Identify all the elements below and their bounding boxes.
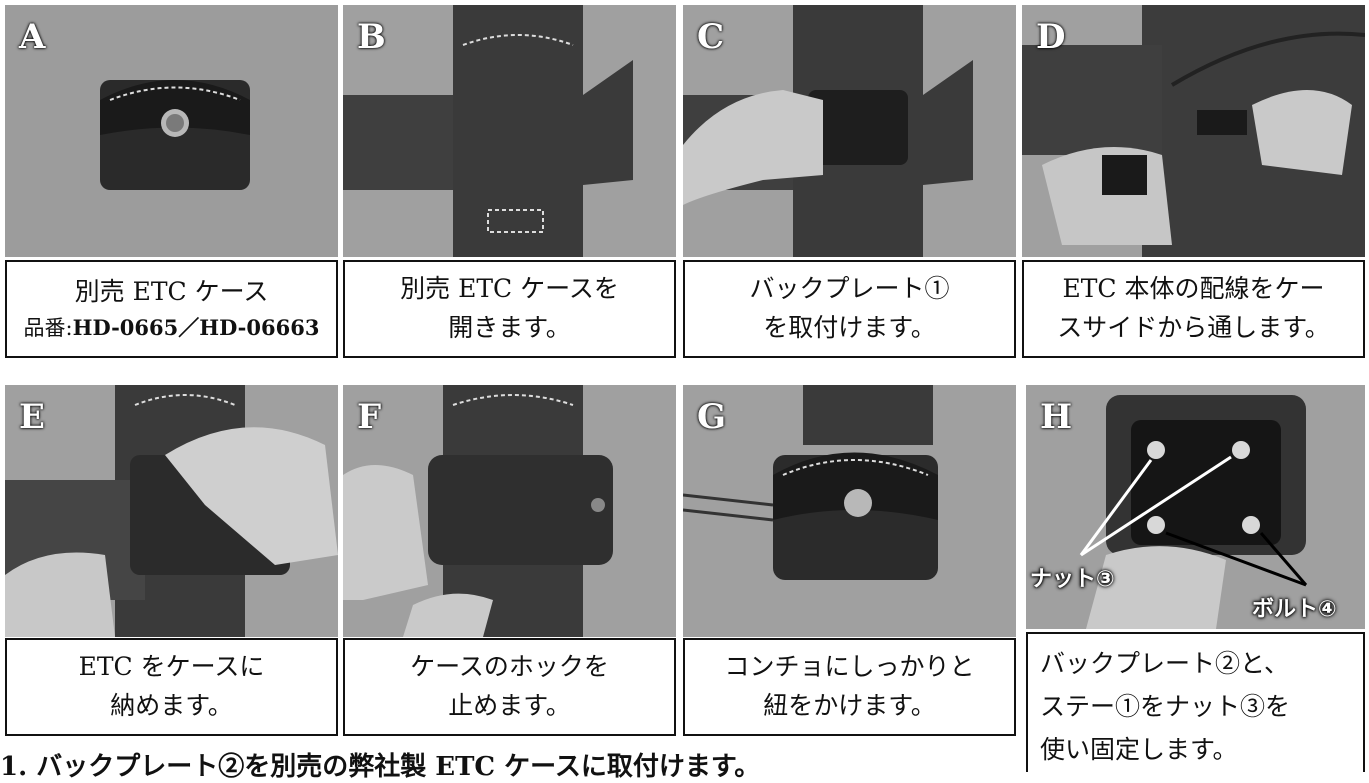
photo-step-h: H ナット③ ボルト④ (1026, 385, 1365, 629)
closing-hook-image (343, 385, 676, 637)
caption-line: ETC をケースに (78, 652, 265, 682)
caption-step-f: ケースのホックを 止めます。 (343, 638, 676, 736)
caption-step-c: バックプレート① を取付けます。 (683, 260, 1016, 358)
photo-step-f: F (343, 385, 676, 637)
caption-step-h: バックプレート②と、 ステー①をナット③を 使い固定します。 (1026, 632, 1365, 772)
photo-step-g: G (683, 385, 1016, 637)
leather-case-closed-image (5, 5, 338, 257)
back-plate-fixing-image (1026, 385, 1365, 629)
photo-step-d: D (1022, 5, 1365, 257)
caption-line: ケースのホックを (410, 652, 609, 682)
leather-case-open-image (343, 5, 676, 257)
caption-line: バックプレート① (749, 274, 950, 304)
caption-step-e: ETC をケースに 納めます。 (5, 638, 338, 736)
step-letter: E (19, 397, 46, 437)
caption-line: ETC 本体の配線をケー (1062, 274, 1325, 304)
photo-step-c: C (683, 5, 1016, 257)
caption-step-b: 別売 ETC ケースを 開きます。 (343, 260, 676, 358)
instruction-heading: 1. バックプレート②を別売の弊社製 ETC ケースに取付けます。 (0, 752, 761, 782)
wiring-through-case-image (1022, 5, 1365, 257)
photo-step-b: B (343, 5, 676, 257)
step-letter: D (1036, 17, 1067, 57)
back-plate-install-image (683, 5, 1016, 257)
caption-line: 止めます。 (448, 691, 571, 720)
step-letter: G (697, 397, 728, 437)
caption-step-a: 別売 ETC ケース 品番:HD-0665／HD-06663 (5, 260, 338, 358)
caption-line: 使い固定します。 (1040, 735, 1238, 764)
caption-line: 納めます。 (110, 691, 233, 720)
caption-line: スサイドから通します。 (1057, 313, 1330, 342)
caption-line: 開きます。 (448, 313, 571, 342)
step-letter: F (357, 397, 383, 437)
concho-string-image (683, 385, 1016, 637)
step-letter: B (357, 17, 387, 57)
photo-step-e: E (5, 385, 338, 637)
caption-step-g: コンチョにしっかりと 紐をかけます。 (683, 638, 1016, 736)
nut-annotation: ナット③ (1030, 567, 1115, 592)
step-letter: A (19, 17, 47, 57)
caption-line: 紐をかけます。 (763, 691, 936, 720)
caption-line: を取付けます。 (763, 313, 936, 342)
caption-line: 別売 ETC ケース (74, 277, 269, 307)
bolt-annotation: ボルト④ (1252, 597, 1337, 622)
step-letter: C (697, 17, 726, 57)
caption-line: バックプレート②と、 (1040, 649, 1290, 678)
photo-step-a: A (5, 5, 338, 257)
caption-line: ステー①をナット③を (1040, 692, 1291, 721)
caption-step-d: ETC 本体の配線をケー スサイドから通します。 (1022, 260, 1365, 358)
caption-line: 別売 ETC ケースを (400, 274, 619, 304)
etc-into-case-image (5, 385, 338, 637)
product-number: 品番:HD-0665／HD-06663 (23, 315, 320, 341)
step-letter: H (1040, 397, 1074, 437)
caption-line: コンチョにしっかりと (724, 652, 975, 682)
